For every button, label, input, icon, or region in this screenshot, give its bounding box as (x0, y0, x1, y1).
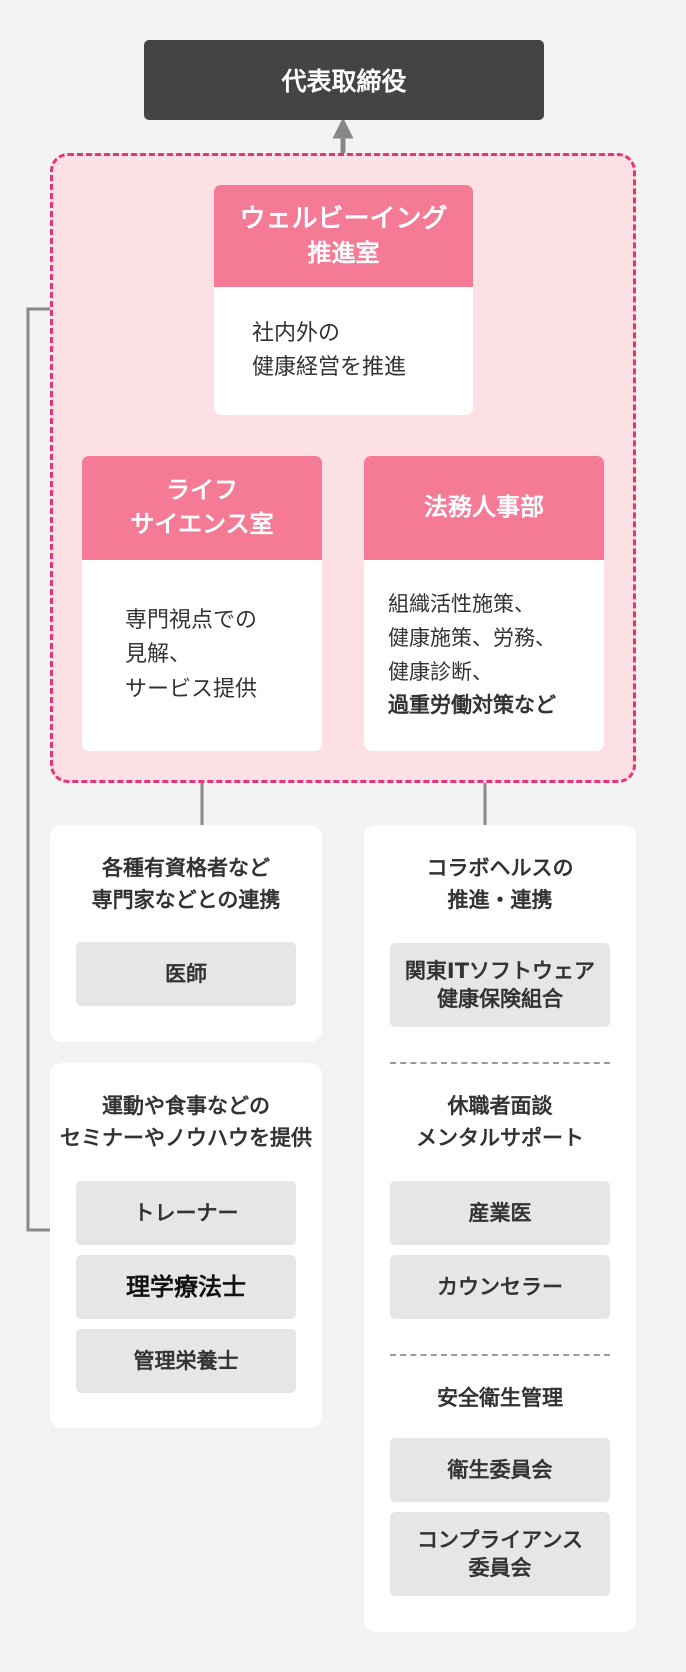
collabo-health-title: コラボヘルスの 推進・連携 (364, 853, 636, 916)
wellbeing-body: 社内外の 健康経営を推進 (214, 287, 473, 415)
chip-health-insurance-union: 関東ITソフトウェア 健康保険組合 (390, 943, 610, 1027)
chip-physician-label: 産業医 (468, 1200, 532, 1225)
wellbeing-header-line-1: ウェルビーイング (239, 204, 448, 234)
seminar-title-line-2: セミナーやノウハウを提供 (60, 1125, 312, 1150)
safety-title-line-1: 安全衛生管理 (437, 1386, 563, 1410)
lifescience-body: 専門視点での 見解、 サービス提供 (82, 560, 322, 751)
chip-doctor: 医師 (76, 942, 296, 1006)
chip-counselor: カウンセラー (390, 1255, 610, 1319)
experts-panel: 各種有資格者など 専門家などとの連携 医師 (50, 825, 322, 1042)
chip-compliance-committee: コンプライアンス 委員会 (390, 1512, 610, 1596)
experts-title-line-2: 専門家などとの連携 (91, 887, 281, 912)
collabo-title-line-2: 推進・連携 (447, 887, 553, 912)
chip-industrial-physician: 産業医 (390, 1181, 610, 1245)
legal-hr-header-line-1: 法務人事部 (424, 493, 544, 522)
support-panel: コラボヘルスの 推進・連携 関東ITソフトウェア 健康保険組合 休職者面談 メン… (364, 825, 636, 1632)
chip-trainer: トレーナー (76, 1181, 296, 1245)
mental-support-title: 休職者面談 メンタルサポート (364, 1091, 636, 1154)
seminar-panel: 運動や食事などの セミナーやノウハウを提供 トレーナー 理学療法士 管理栄養士 (50, 1063, 322, 1428)
legal-hr-body-line-3: 健康診断、 (388, 659, 493, 684)
mental-title-line-1: 休職者面談 (447, 1094, 553, 1118)
chip-trainer-label: トレーナー (133, 1200, 239, 1225)
legal-hr-card: 法務人事部 組織活性施策、 健康施策、労務、 健康診断、 過重労働対策など (364, 456, 604, 751)
seminar-title-line-1: 運動や食事などの (102, 1094, 270, 1118)
wellbeing-header-line-2: 推進室 (307, 239, 380, 268)
chip-dietitian-label: 管理栄養士 (133, 1348, 239, 1373)
lifescience-body-line-3: サービス提供 (125, 676, 258, 702)
collabo-title-line-1: コラボヘルスの (426, 856, 574, 880)
experts-title-line-1: 各種有資格者など (102, 856, 270, 880)
lifescience-header: ライフ サイエンス室 (82, 456, 322, 560)
chip-dietitian: 管理栄養士 (76, 1329, 296, 1393)
legal-hr-header: 法務人事部 (364, 456, 604, 560)
experts-panel-title: 各種有資格者など 専門家などとの連携 (50, 853, 322, 916)
chip-counselor-label: カウンセラー (437, 1274, 563, 1299)
wellbeing-body-line-2: 健康経営を推進 (252, 355, 407, 380)
chip-union-line-1: 関東ITソフトウェア (404, 958, 596, 983)
chip-health-committee-label: 衛生委員会 (447, 1457, 553, 1482)
wellbeing-card: ウェルビーイング 推進室 社内外の 健康経営を推進 (214, 185, 473, 415)
ceo-label: 代表取締役 (281, 67, 407, 96)
legal-hr-body-line-2: 健康施策、労務、 (388, 625, 556, 650)
lifescience-card: ライフ サイエンス室 専門視点での 見解、 サービス提供 (82, 456, 322, 751)
legal-hr-body-line-1: 組織活性施策、 (388, 592, 535, 617)
chip-doctor-label: 医師 (165, 961, 207, 986)
legal-hr-body-line-4: 過重労働対策など (388, 693, 556, 718)
wellbeing-body-line-1: 社内外の (252, 320, 341, 346)
safety-health-title: 安全衛生管理 (364, 1383, 636, 1415)
chip-compliance-line-1: コンプライアンス (416, 1527, 584, 1552)
section-divider-2 (390, 1354, 610, 1356)
chip-health-committee: 衛生委員会 (390, 1438, 610, 1502)
chip-union-line-2: 健康保険組合 (437, 987, 563, 1011)
chip-physiotherapist-label: 理学療法士 (126, 1272, 246, 1301)
chip-compliance-line-2: 委員会 (468, 1556, 532, 1580)
lifescience-header-line-1: ライフ (166, 476, 238, 505)
seminar-panel-title: 運動や食事などの セミナーやノウハウを提供 (50, 1091, 322, 1154)
lifescience-header-line-2: サイエンス室 (130, 510, 274, 538)
ceo-box: 代表取締役 (144, 40, 544, 120)
lifescience-body-line-1: 専門視点での (125, 608, 258, 634)
chip-physiotherapist: 理学療法士 (76, 1255, 296, 1319)
lifescience-body-line-2: 見解、 (125, 642, 192, 668)
wellbeing-header: ウェルビーイング 推進室 (214, 185, 473, 287)
legal-hr-body: 組織活性施策、 健康施策、労務、 健康診断、 過重労働対策など (364, 560, 604, 751)
section-divider-1 (390, 1062, 610, 1064)
mental-title-line-2: メンタルサポート (416, 1125, 584, 1150)
